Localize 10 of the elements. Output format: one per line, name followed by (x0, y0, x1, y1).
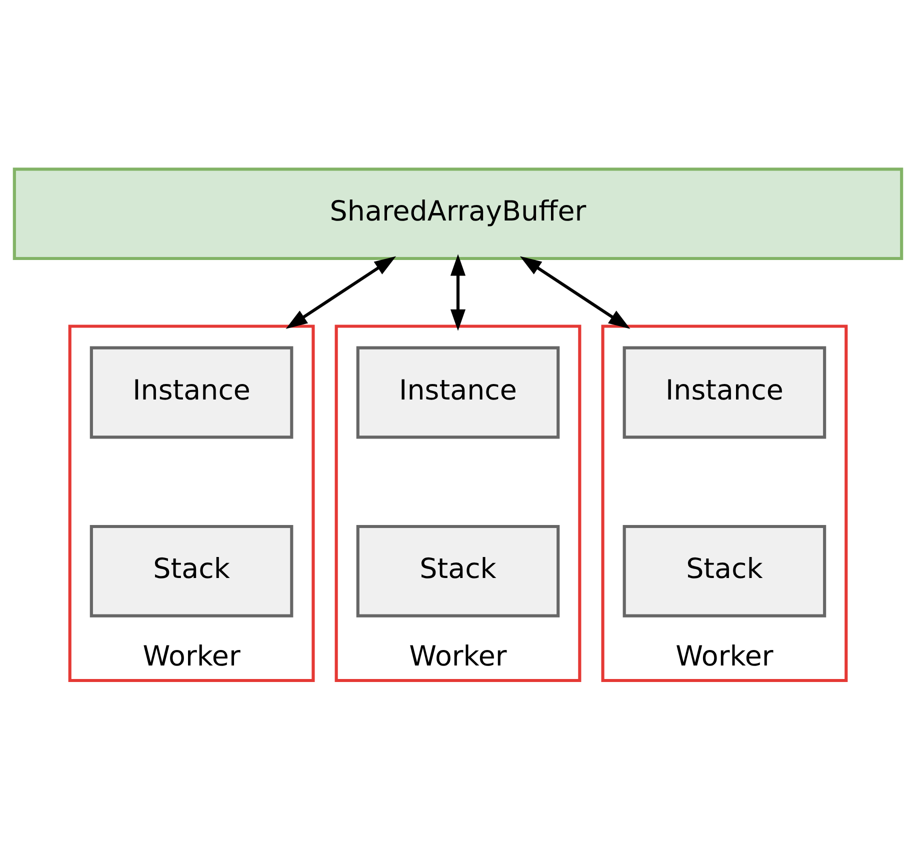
arrow (520, 256, 630, 329)
node-box: Stack (356, 524, 560, 618)
node-box: Stack (90, 524, 294, 618)
arrow (450, 254, 466, 331)
node-box: Instance (90, 346, 294, 439)
node-box: Instance (356, 346, 560, 439)
arrow (286, 256, 396, 329)
node-box: Instance (622, 346, 826, 439)
node-box: SharedArrayBuffer (12, 168, 904, 260)
node-box: Stack (622, 524, 826, 618)
